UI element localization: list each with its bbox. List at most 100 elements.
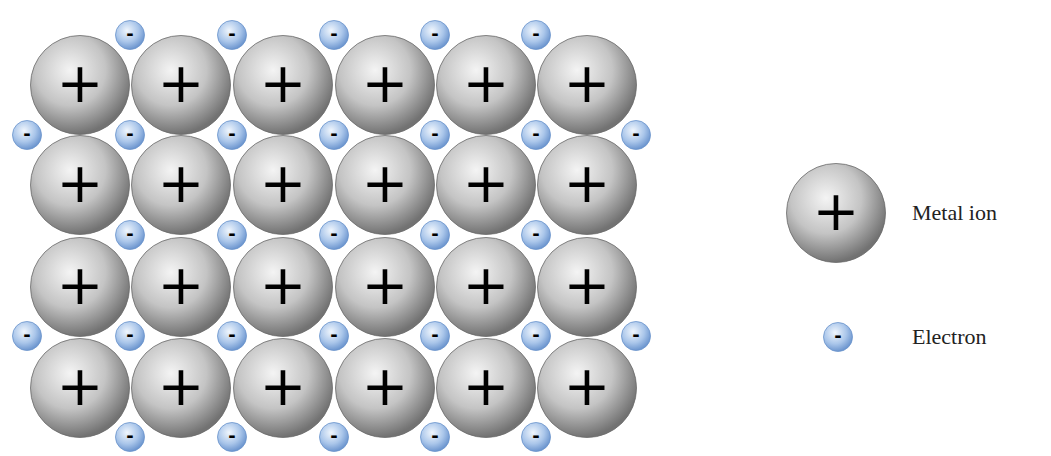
metal-ion: + xyxy=(786,163,886,263)
legend-label: Metal ion xyxy=(912,200,997,226)
charge-minus: - xyxy=(330,125,337,143)
electron: - xyxy=(621,321,651,351)
electron: - xyxy=(420,20,450,50)
metal-ion: + xyxy=(233,237,333,337)
charge-minus: - xyxy=(431,427,438,445)
charge-minus: - xyxy=(23,326,30,344)
metal-ion: + xyxy=(30,338,130,438)
electron: - xyxy=(319,422,349,452)
electron: - xyxy=(319,321,349,351)
charge-plus: + xyxy=(564,257,611,313)
metal-ion: + xyxy=(131,135,231,235)
charge-minus: - xyxy=(330,427,337,445)
charge-minus: - xyxy=(330,326,337,344)
metal-ion: + xyxy=(335,237,435,337)
electron: - xyxy=(420,220,450,250)
charge-minus: - xyxy=(532,326,539,344)
electron: - xyxy=(420,422,450,452)
electron: - xyxy=(217,120,247,150)
charge-minus: - xyxy=(228,225,235,243)
electron: - xyxy=(521,220,551,250)
charge-minus: - xyxy=(431,225,438,243)
charge-plus: + xyxy=(564,55,611,111)
charge-plus: + xyxy=(158,155,205,211)
electron: - xyxy=(12,120,42,150)
charge-minus: - xyxy=(23,125,30,143)
metal-ion: + xyxy=(131,338,231,438)
charge-plus: + xyxy=(564,358,611,414)
electron: - xyxy=(115,20,145,50)
electron: - xyxy=(217,321,247,351)
metal-ion: + xyxy=(30,135,130,235)
electron: - xyxy=(521,321,551,351)
metal-ion: + xyxy=(233,338,333,438)
charge-plus: + xyxy=(362,257,409,313)
charge-plus: + xyxy=(260,155,307,211)
electron: - xyxy=(823,322,853,352)
charge-minus: - xyxy=(532,225,539,243)
electron: - xyxy=(521,20,551,50)
electron: - xyxy=(115,422,145,452)
electron: - xyxy=(319,20,349,50)
charge-plus: + xyxy=(158,55,205,111)
charge-plus: + xyxy=(362,155,409,211)
electron: - xyxy=(115,321,145,351)
charge-minus: - xyxy=(228,25,235,43)
metal-ion: + xyxy=(131,35,231,135)
electron: - xyxy=(12,321,42,351)
charge-minus: - xyxy=(632,326,639,344)
charge-minus: - xyxy=(126,427,133,445)
metal-ion: + xyxy=(30,237,130,337)
charge-plus: + xyxy=(158,257,205,313)
electron: - xyxy=(115,220,145,250)
charge-plus: + xyxy=(564,155,611,211)
metal-ion: + xyxy=(30,35,130,135)
charge-minus: - xyxy=(126,225,133,243)
charge-plus: + xyxy=(463,358,510,414)
charge-plus: + xyxy=(260,55,307,111)
metal-ion: + xyxy=(436,338,536,438)
electron: - xyxy=(115,120,145,150)
charge-plus: + xyxy=(57,257,104,313)
metal-ion: + xyxy=(537,237,637,337)
charge-minus: - xyxy=(228,125,235,143)
charge-plus: + xyxy=(57,55,104,111)
metal-ion: + xyxy=(436,135,536,235)
charge-plus: + xyxy=(158,358,205,414)
electron: - xyxy=(521,120,551,150)
charge-plus: + xyxy=(260,358,307,414)
metal-ion: + xyxy=(335,338,435,438)
charge-minus: - xyxy=(532,125,539,143)
metal-ion: + xyxy=(436,237,536,337)
charge-plus: + xyxy=(362,358,409,414)
metal-ion: + xyxy=(131,237,231,337)
metal-ion: + xyxy=(537,338,637,438)
charge-plus: + xyxy=(362,55,409,111)
charge-minus: - xyxy=(126,326,133,344)
charge-plus: + xyxy=(463,155,510,211)
electron: - xyxy=(319,220,349,250)
electron: - xyxy=(217,20,247,50)
charge-minus: - xyxy=(834,327,841,345)
charge-minus: - xyxy=(126,25,133,43)
metal-ion: + xyxy=(436,35,536,135)
electron: - xyxy=(319,120,349,150)
charge-minus: - xyxy=(228,427,235,445)
electron: - xyxy=(217,220,247,250)
charge-plus: + xyxy=(813,183,860,239)
electron: - xyxy=(420,120,450,150)
charge-minus: - xyxy=(431,326,438,344)
charge-minus: - xyxy=(431,25,438,43)
electron: - xyxy=(420,321,450,351)
metal-ion: + xyxy=(233,35,333,135)
charge-minus: - xyxy=(532,25,539,43)
charge-plus: + xyxy=(463,257,510,313)
charge-plus: + xyxy=(57,358,104,414)
metal-ion: + xyxy=(335,135,435,235)
charge-plus: + xyxy=(57,155,104,211)
metal-ion: + xyxy=(335,35,435,135)
charge-plus: + xyxy=(260,257,307,313)
charge-minus: - xyxy=(228,326,235,344)
electron: - xyxy=(217,422,247,452)
